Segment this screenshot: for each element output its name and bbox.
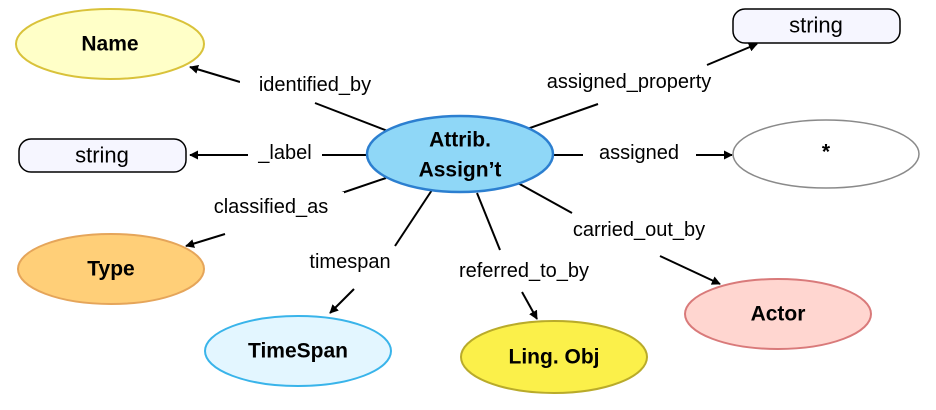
edge-label-timespan: timespan (309, 251, 390, 273)
edge-assigned-property: assigned_property (526, 42, 758, 130)
edge-label-property: _label (189, 139, 366, 169)
node-ling-obj-label: Ling. Obj (509, 346, 600, 369)
node-actor[interactable]: Actor (684, 278, 872, 350)
node-timespan-shape (204, 315, 392, 387)
edge-label-label: _label (257, 142, 311, 164)
node-string-left-label: string (75, 143, 129, 168)
node-attrib-assign[interactable]: Attrib. Assign’t (365, 114, 555, 194)
edge-referred-to-by: referred_to_by (442, 192, 606, 320)
node-string-right-shape (732, 8, 901, 44)
edge-classified-as: classified_as (185, 177, 387, 248)
edge-carried-out-by: carried_out_by (515, 181, 723, 285)
node-attrib-assign-line1: Attrib. (429, 129, 491, 152)
node-name-shape (15, 8, 205, 80)
node-name-label: Name (81, 33, 138, 56)
edge-timespan: timespan (306, 189, 433, 314)
node-star-label: * (822, 141, 831, 164)
edge-label-carried-out-by: carried_out_by (573, 219, 705, 241)
node-timespan-label: TimeSpan (248, 340, 348, 363)
node-type-shape (17, 233, 205, 305)
node-type[interactable]: Type (17, 233, 205, 305)
node-type-label: Type (87, 258, 134, 281)
node-star[interactable]: * (732, 119, 920, 189)
node-ling-obj[interactable]: Ling. Obj (460, 320, 648, 394)
node-timespan[interactable]: TimeSpan (204, 315, 392, 387)
node-attrib-assign-line2: Assign’t (419, 159, 502, 182)
edge-label-referred-to-by: referred_to_by (459, 260, 589, 282)
edge-identified-by: identified_by (189, 65, 394, 134)
node-star-shape (732, 119, 920, 189)
edge-label-assigned: assigned (599, 142, 679, 164)
node-string-left-shape (18, 138, 187, 173)
node-name[interactable]: Name (15, 8, 205, 80)
node-string-left[interactable]: string (18, 138, 187, 173)
edge-label-identified-by: identified_by (259, 74, 371, 96)
node-ling-obj-shape (460, 320, 648, 394)
edge-assigned: assigned (553, 139, 733, 169)
node-string-right[interactable]: string (732, 8, 901, 44)
node-actor-label: Actor (751, 303, 806, 326)
edge-label-assigned-property: assigned_property (547, 71, 712, 93)
edge-label-classified-as: classified_as (214, 196, 329, 218)
node-attrib-assign-shape (365, 114, 555, 194)
node-string-right-label: string (789, 13, 843, 38)
node-actor-shape (684, 278, 872, 350)
